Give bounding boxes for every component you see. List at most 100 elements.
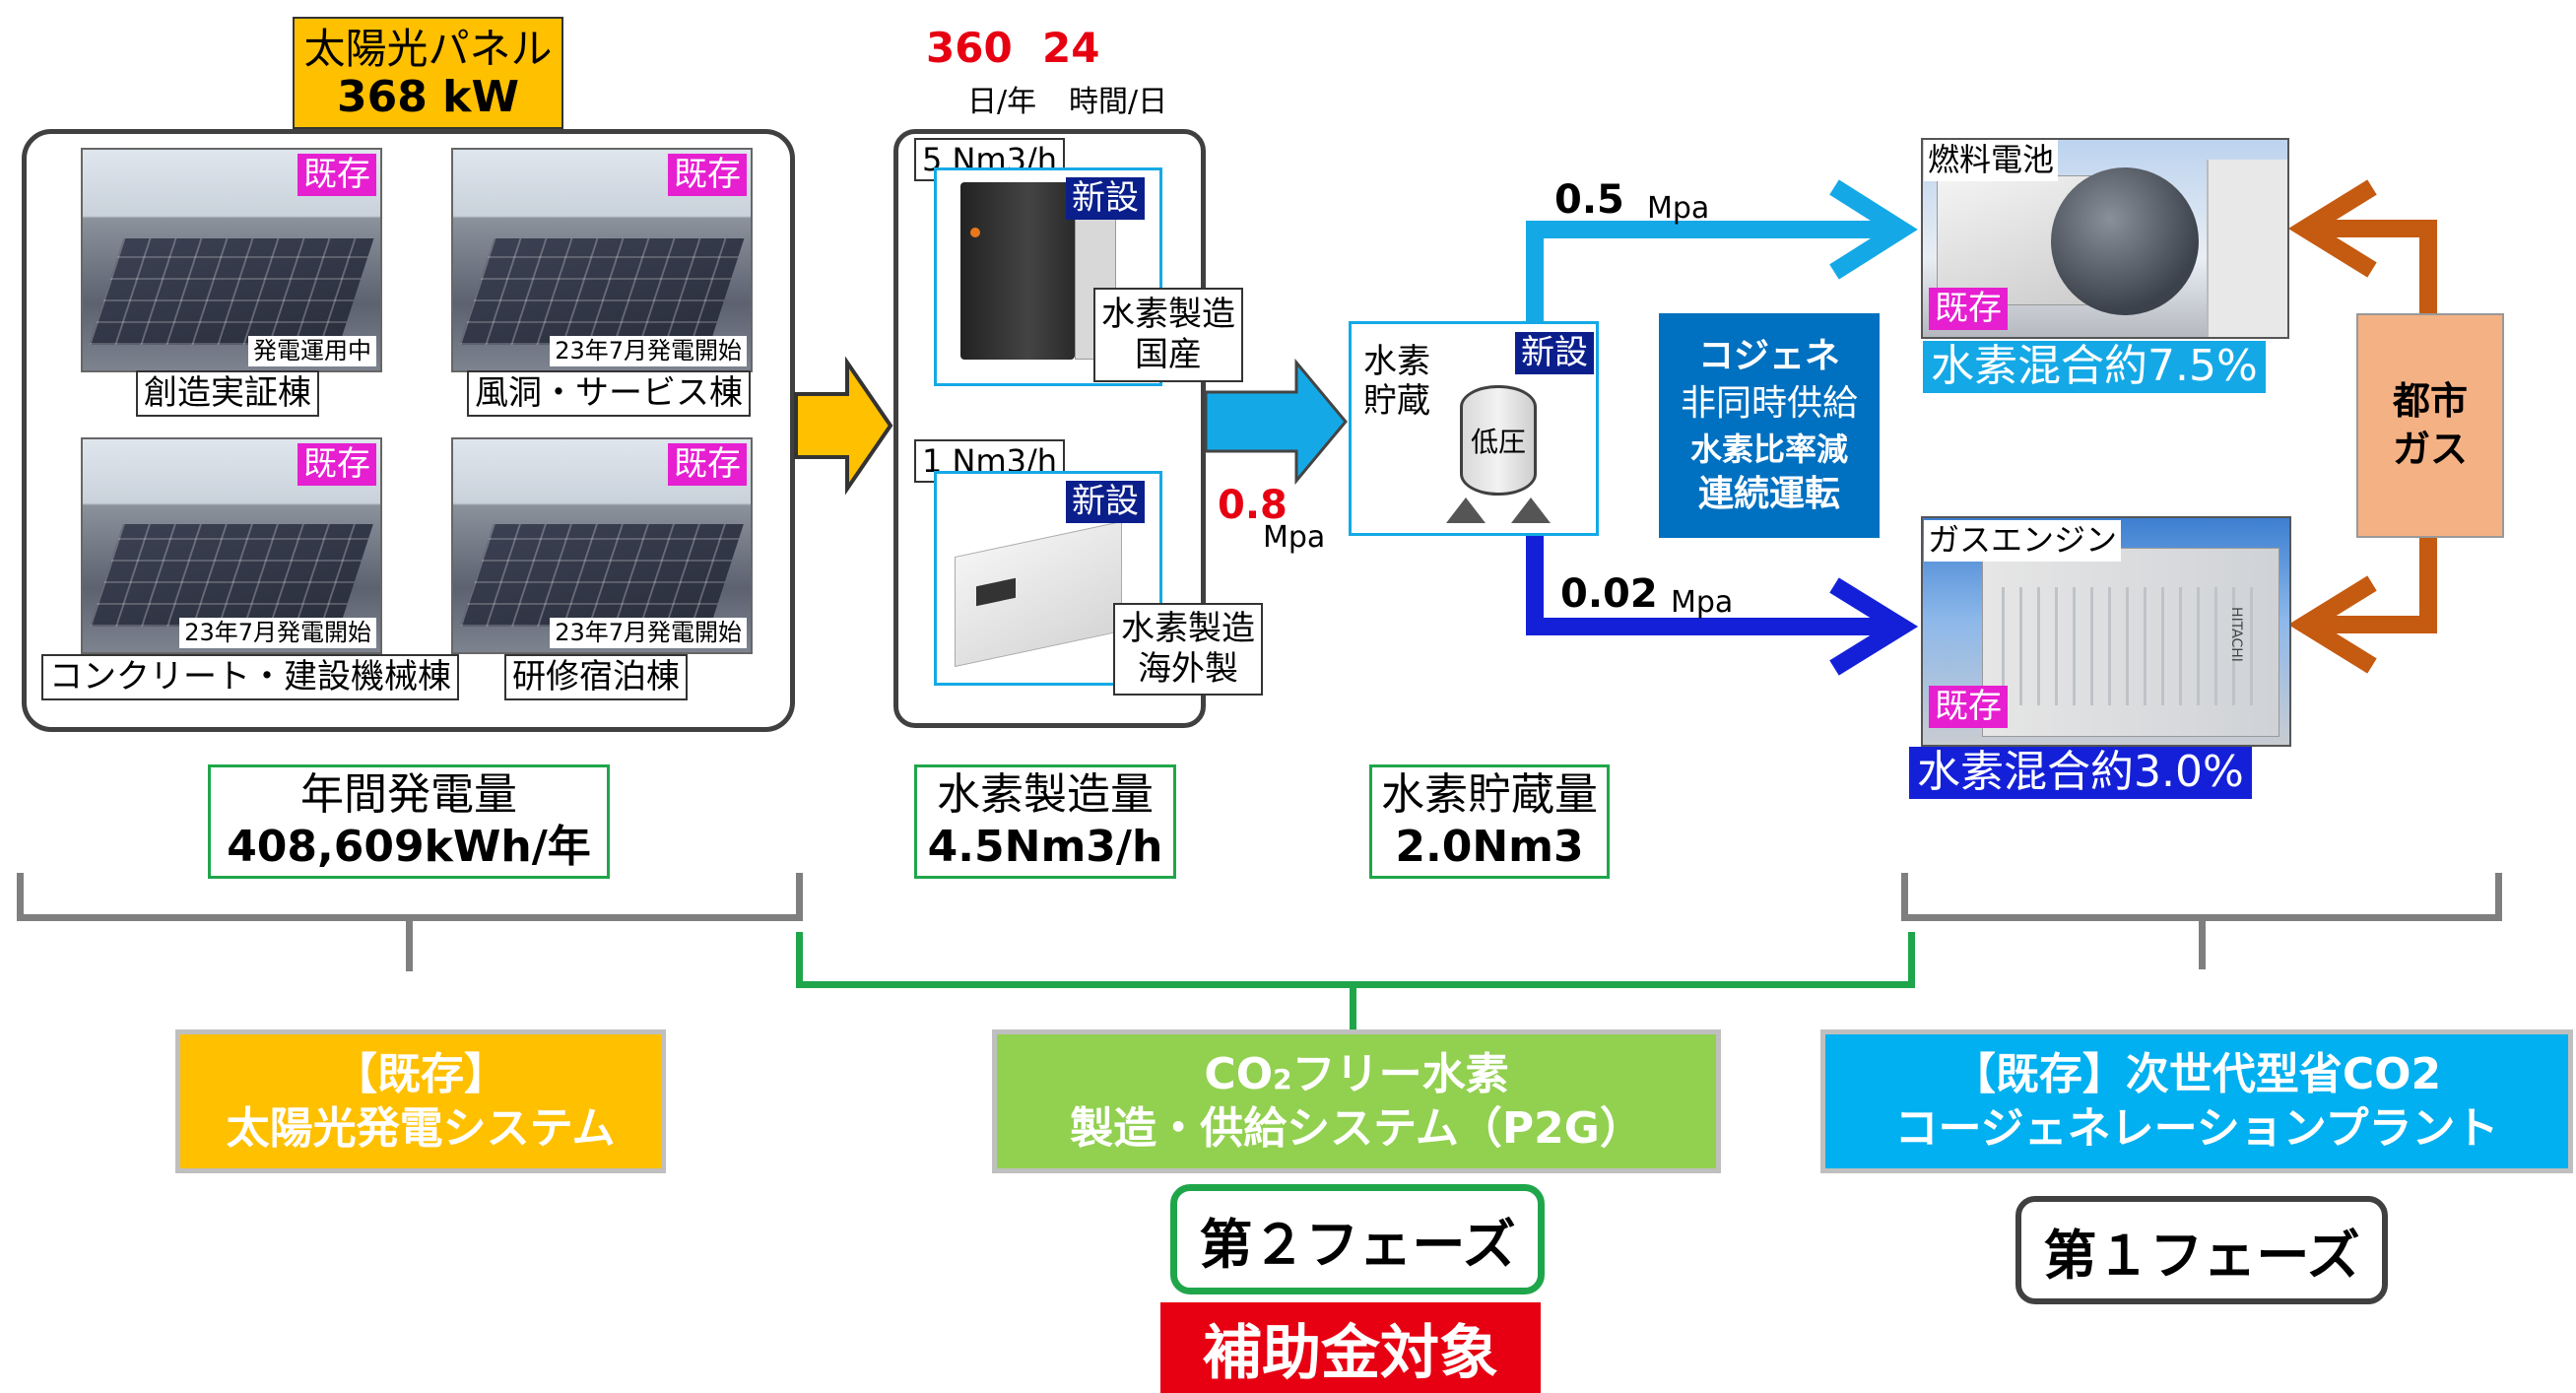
hydrogen-tank-icon: 低圧 (1460, 385, 1537, 496)
hours-unit: 時間/日 (1069, 85, 1168, 119)
upper-pipe-arrowhead (1829, 179, 1918, 280)
phase1-label: 第１フェーズ (2043, 1224, 2360, 1287)
building-wall (2207, 160, 2287, 337)
solar-system-line1: 【既存】 (334, 1049, 507, 1099)
phase2-box: 第２フェーズ (1170, 1184, 1545, 1294)
existing-badge: 既存 (297, 443, 376, 487)
lower-pressure: 0.02 (1560, 571, 1658, 617)
city-gas-line2: ガス (2392, 428, 2468, 471)
p2g-system-line2: 製造・供給システム（P2G） (1070, 1103, 1643, 1154)
solar-photo-3: 既存 23年7月発電開始 (81, 437, 382, 654)
lower-pipe-arrowhead (1829, 577, 1919, 676)
storage-amount-value: 2.0Nm3 (1395, 822, 1584, 872)
solar-system-box: 【既存】 太陽光発電システム (175, 1029, 666, 1173)
p2g-bracket-left (796, 932, 803, 988)
production-value: 4.5Nm3/h (927, 822, 1163, 872)
gas-engine-mix: 水素混合約3.0% (1909, 747, 2252, 799)
cogen-line4: 連続運転 (1697, 473, 1840, 514)
existing-badge: 既存 (668, 154, 747, 197)
city-gas-lower-arrowhead (2287, 575, 2377, 674)
electrolyzer-2-label-line1: 水素製造 (1121, 609, 1255, 649)
cogen-system-box: 【既存】次世代型省CO2 コージェネレーションプラント (1820, 1029, 2573, 1173)
building-label-4: 研修宿泊棟 (504, 654, 688, 700)
fuel-cell-label: 燃料電池 (1924, 140, 2059, 181)
p2g-co: CO (1204, 1049, 1274, 1099)
annual-generation-box: 年間発電量 408,609kWh/年 (208, 764, 610, 879)
storage-label-line1: 水素 (1363, 342, 1430, 381)
production-box: 水素製造量 4.5Nm3/h (914, 764, 1176, 879)
lower-pressure-unit: Mpa (1671, 585, 1734, 620)
cogen-line1: コジェネ (1697, 335, 1840, 376)
storage-box: 水素 貯蔵 新設 低圧 (1349, 321, 1599, 536)
cogen-bracket-right (2495, 873, 2502, 921)
existing-badge: 既存 (1929, 686, 2008, 729)
p2g-system-box: CO2フリー水素 製造・供給システム（P2G） (992, 1029, 1721, 1173)
electrolyzer-1-label-line1: 水素製造 (1101, 295, 1235, 335)
tank-leg-right-icon (1511, 498, 1551, 523)
upper-pressure: 0.5 (1554, 177, 1624, 223)
subsidy-box: 補助金対象 (1160, 1302, 1541, 1393)
inlet-pressure-unit: Mpa (1263, 520, 1326, 555)
building-label-3: コンクリート・建設機械棟 (41, 654, 459, 700)
solar-title-box: 太陽光パネル 368 kW (293, 17, 563, 129)
inlet-pressure: 0.8 (1218, 483, 1288, 528)
annual-generation-label: 年間発電量 (300, 769, 517, 821)
phase2-label: 第２フェーズ (1199, 1213, 1516, 1276)
cogen-bracket-left (1901, 873, 1908, 921)
storage-label-line2: 貯蔵 (1363, 381, 1430, 421)
new-badge: 新設 (1066, 177, 1145, 221)
cogen-line2: 非同時供給 (1680, 383, 1858, 425)
upper-pressure-unit: Mpa (1647, 191, 1710, 226)
solar-bracket-right (796, 873, 803, 921)
cogen-bracket-stem (2199, 914, 2206, 969)
production-label: 水素製造量 (937, 769, 1154, 821)
tank-leg-left-icon (1446, 498, 1486, 523)
upper-pipe (1526, 221, 1901, 325)
lower-pipe (1526, 532, 1901, 635)
solar-photo-1: 既存 発電運用中 (81, 148, 382, 372)
solar-system-line2: 太陽光発電システム (226, 1103, 616, 1154)
gas-engine-label: ガスエンジン (1924, 520, 2122, 562)
electrolyzer-1-photo-frame (934, 167, 1162, 386)
hours-value: 24 (1042, 24, 1100, 72)
annual-generation-value: 408,609kWh/年 (227, 822, 591, 872)
storage-amount-label: 水素貯蔵量 (1381, 769, 1598, 821)
electrolyzer-1-label: 水素製造 国産 (1093, 288, 1243, 382)
city-gas-upper-pipe (2305, 220, 2437, 313)
existing-badge: 既存 (668, 443, 747, 487)
p2g-bracket-right (1908, 932, 1915, 988)
city-gas-box: 都市 ガス (2356, 313, 2504, 538)
gas-engine-louvers (2002, 587, 2258, 705)
photo-status: 23年7月発電開始 (550, 336, 747, 366)
cogen-system-line2: コージェネレーションプラント (1894, 1103, 2499, 1154)
phase1-box: 第１フェーズ (2015, 1196, 2388, 1304)
p2g-free-hydrogen: フリー水素 (1291, 1049, 1509, 1099)
solar-photo-2: 既存 23年7月発電開始 (451, 148, 753, 372)
building-label-2: 風洞・サービス棟 (467, 370, 751, 417)
solar-bracket-stem (406, 914, 413, 971)
fuel-cell-mix: 水素混合約7.5% (1923, 341, 2266, 393)
new-badge: 新設 (1066, 481, 1145, 524)
cogen-description-box: コジェネ 非同時供給 水素比率減 連続運転 (1659, 313, 1880, 538)
city-gas-line1: 都市 (2392, 378, 2468, 423)
building-label-1: 創造実証棟 (136, 370, 319, 417)
city-gas-upper-arrowhead (2287, 179, 2377, 278)
days-value: 360 (926, 24, 1013, 72)
fuel-cell-dome (2051, 167, 2199, 315)
subsidy-label: 補助金対象 (1203, 1318, 1498, 1388)
electrolyzer-to-storage-arrow (1204, 358, 1348, 486)
p2g-system-line1: CO2フリー水素 (1204, 1047, 1508, 1101)
solar-panels-frame (22, 129, 795, 732)
p2g-bracket-stem (1350, 981, 1356, 1032)
electrolyzer-2-label-line2: 海外製 (1138, 649, 1238, 689)
photo-status: 23年7月発電開始 (550, 618, 747, 648)
storage-amount-box: 水素貯蔵量 2.0Nm3 (1369, 764, 1610, 879)
existing-badge: 既存 (1929, 288, 2008, 331)
solar-capacity: 368 kW (337, 72, 519, 122)
electrolyzer-2-label: 水素製造 海外製 (1113, 603, 1263, 696)
days-unit: 日/年 (967, 85, 1037, 119)
photo-status: 23年7月発電開始 (179, 618, 376, 648)
electrolyzer-1-cabinet (960, 182, 1075, 360)
electrolyzer-1-label-line2: 国産 (1135, 335, 1202, 374)
